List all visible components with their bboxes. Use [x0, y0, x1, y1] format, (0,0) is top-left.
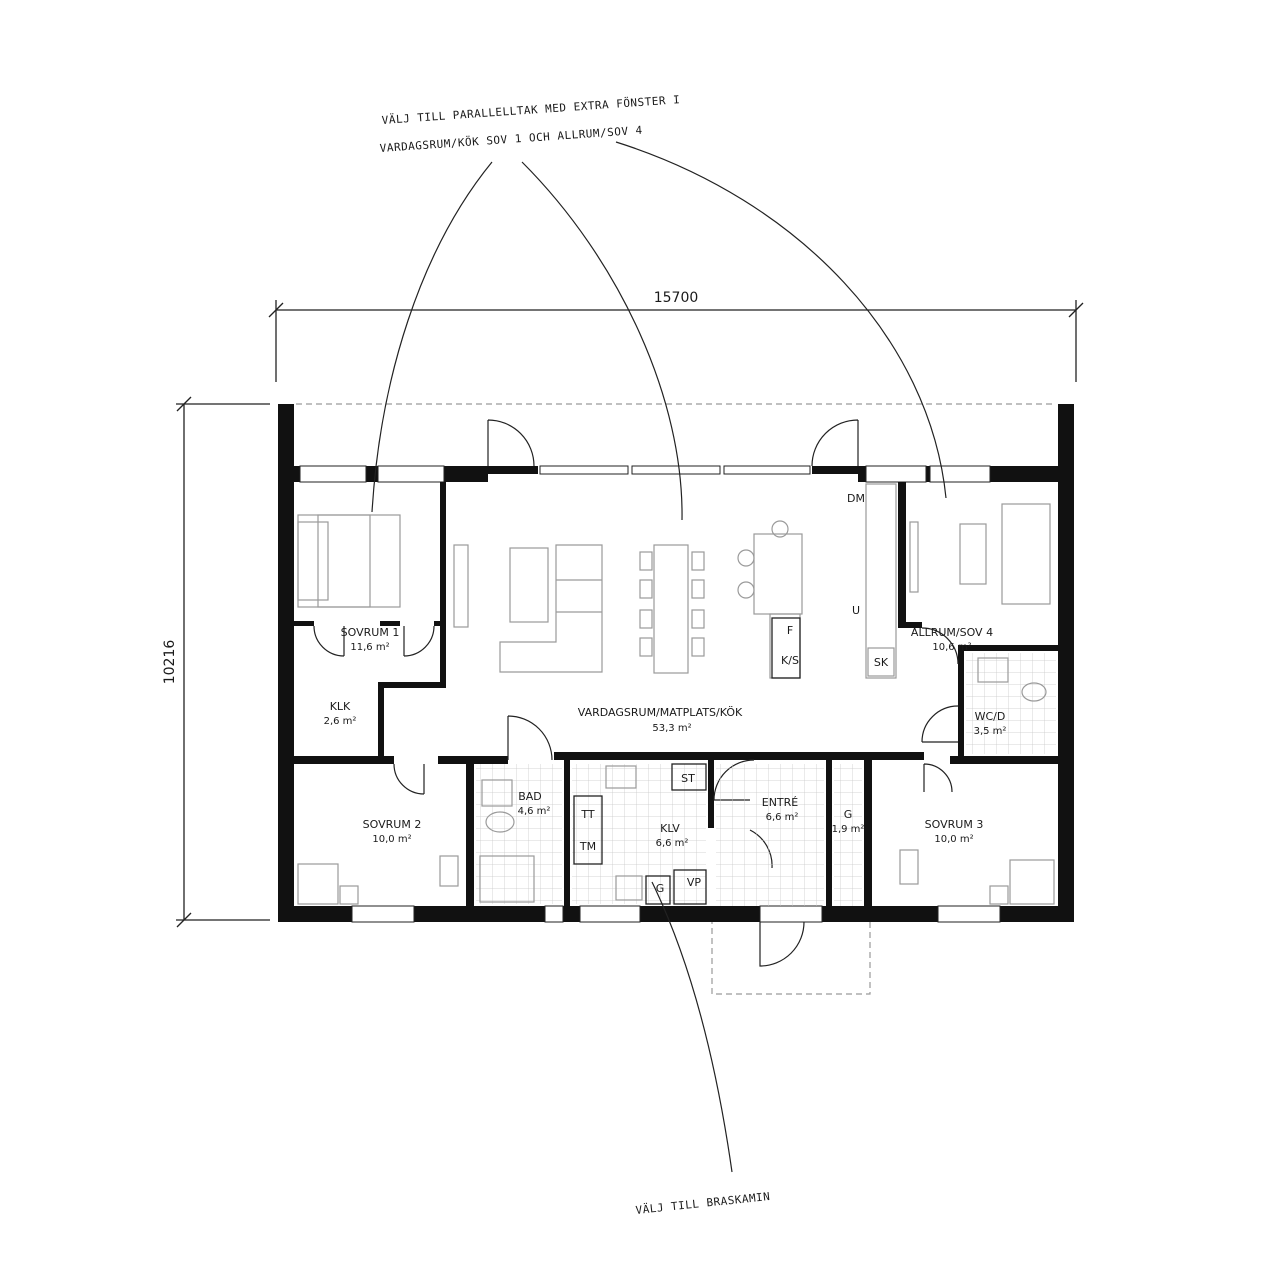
dimension-depth-label: 10216 — [162, 640, 178, 685]
room-area-klk: 2,6 m² — [324, 716, 357, 727]
fixture-vp: VP — [687, 876, 702, 889]
fixture-boxes — [573, 617, 801, 905]
roof-note-line2: VARDAGSRUM/KÖK SOV 1 OCH ALLRUM/SOV 4 — [379, 124, 643, 155]
room-area-entre: 6,6 m² — [766, 812, 799, 823]
room-area-klv: 6,6 m² — [656, 838, 689, 849]
windows — [299, 465, 1001, 923]
roof-note-line1: VÄLJ TILL PARALLELLTAK MED EXTRA FÖNSTER… — [381, 93, 680, 127]
dimension-depth: 10216 — [162, 396, 270, 928]
room-name-g-closet: G — [844, 808, 853, 821]
interior-walls — [294, 482, 1058, 906]
room-name-klv: KLV — [660, 822, 680, 835]
dimension-width-label: 15700 — [654, 290, 699, 306]
room-name-sovrum3: SOVRUM 3 — [925, 818, 984, 831]
fixture-tt: TT — [580, 808, 595, 821]
room-name-sovrum2: SOVRUM 2 — [363, 818, 422, 831]
furniture — [297, 483, 1055, 905]
fixture-dm: DM — [847, 492, 865, 505]
fixture-f: F — [787, 624, 793, 637]
room-area-sovrum1: 11,6 m² — [350, 642, 389, 653]
room-name-vardagsrum: VARDAGSRUM/MATPLATS/KÖK — [578, 706, 743, 719]
fixture-ks: K/S — [781, 654, 799, 667]
room-area-sovrum3: 10,0 m² — [934, 834, 973, 845]
tiled-areas — [476, 653, 1056, 906]
fixture-u: U — [852, 604, 860, 617]
fixture-sk: SK — [874, 656, 889, 669]
room-name-klk: KLK — [330, 700, 351, 713]
annotation-arrows — [371, 141, 947, 1173]
room-area-g-closet: 1,9 m² — [832, 824, 865, 835]
room-area-vardagsrum: 53,3 m² — [652, 723, 691, 734]
room-area-allrum: 10,6 m² — [932, 642, 971, 653]
dimension-width: 15700 — [268, 290, 1084, 382]
room-area-bad: 4,6 m² — [518, 806, 551, 817]
room-name-bad: BAD — [518, 790, 542, 803]
fixture-tm: TM — [579, 840, 596, 853]
room-name-allrum: ALLRUM/SOV 4 — [911, 626, 993, 639]
room-area-sovrum2: 10,0 m² — [372, 834, 411, 845]
room-name-wc: WC/D — [975, 710, 1006, 723]
room-area-wc: 3,5 m² — [974, 726, 1007, 737]
room-name-entre: ENTRÉ — [762, 796, 799, 809]
entrance-canopy — [711, 919, 871, 995]
fireplace-note: VÄLJ TILL BRASKAMIN — [635, 1190, 771, 1217]
fixture-st: ST — [681, 772, 695, 785]
fixture-g: G — [656, 882, 665, 895]
room-name-sovrum1: SOVRUM 1 — [341, 626, 400, 639]
